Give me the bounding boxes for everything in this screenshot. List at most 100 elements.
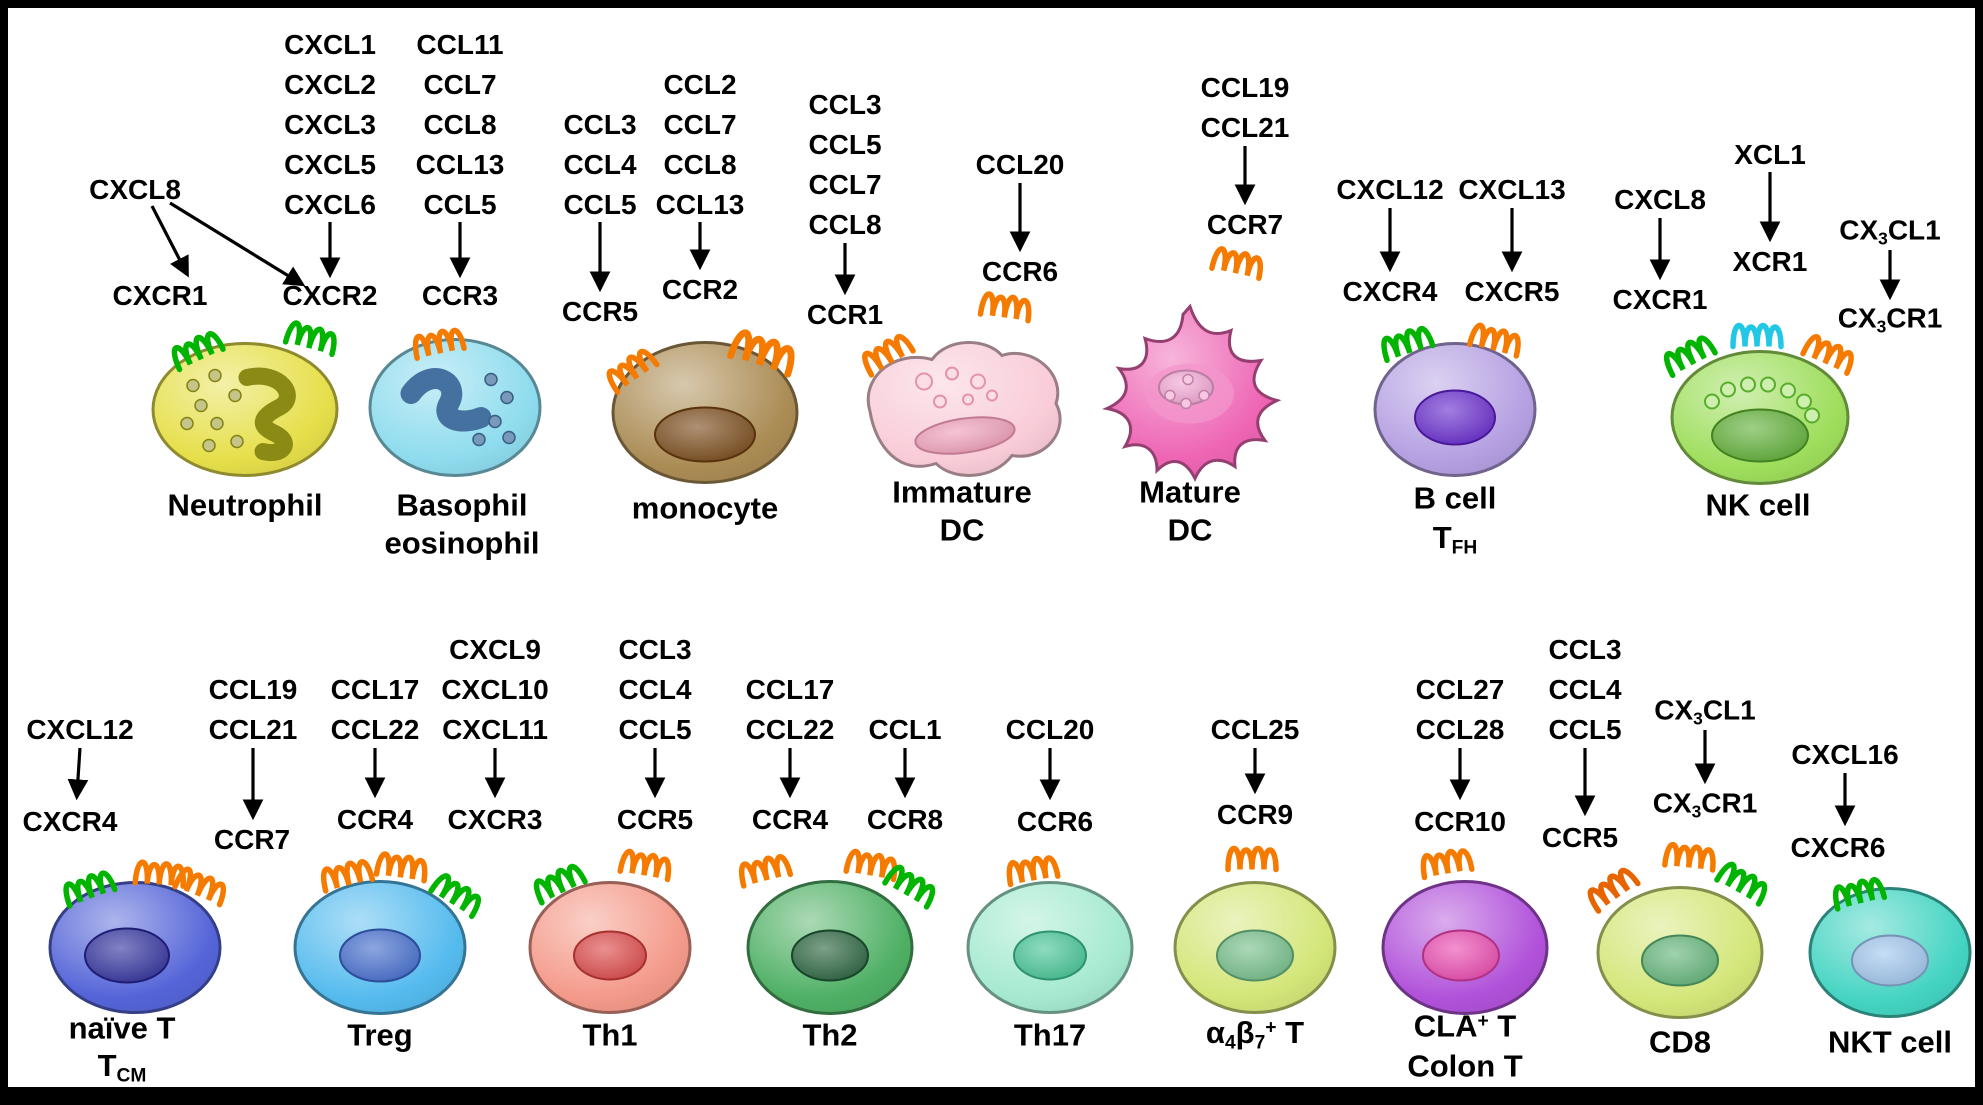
ccr7-receptor-icon: [1207, 232, 1270, 289]
receptor-label-cxcr5: CXCR5: [1464, 276, 1560, 307]
cell-name: CD8: [1648, 1024, 1712, 1060]
ligand-label: CXCL1: [284, 29, 376, 60]
ccr7-receptor-icon: [168, 852, 236, 916]
ligand-label: CCL7: [423, 69, 497, 100]
ligand-label: CCL17: [745, 674, 835, 705]
squiggle-glyph: [412, 327, 467, 361]
ligand-label: CXCL12: [26, 714, 134, 745]
treg-cell-graphic: [293, 880, 467, 1015]
label-segment: +: [1477, 1010, 1489, 1032]
binding-arrow: [67, 747, 89, 801]
naive-t-cell-graphic: [48, 881, 222, 1014]
ligand-label: CCL5: [563, 189, 637, 220]
squiggle-glyph: [1587, 867, 1641, 914]
ligand-label: CCL20: [975, 149, 1065, 180]
label-segment: 4: [1224, 1032, 1236, 1054]
ligand-label: CCL11: [416, 29, 504, 60]
basophil-eosinophil-cell-graphic: [368, 338, 542, 477]
mature-dc-cell-graphic: [1102, 303, 1282, 483]
label-segment: β: [1235, 1015, 1255, 1051]
th1-cell: [522, 875, 698, 1026]
ligand-label: CXCL10: [441, 674, 549, 705]
ligand-label: CCL1: [868, 714, 942, 745]
receptor-label-ccr6: CCR6: [1016, 806, 1094, 837]
cx3cr1-receptor-icon: [1661, 829, 1720, 881]
b-cell-cell-graphic: [1373, 342, 1537, 477]
squiggle-glyph: [1714, 861, 1768, 907]
label-segment: CX: [1654, 694, 1694, 726]
binding-arrow: [169, 201, 306, 287]
cell-name: Th1: [582, 1017, 638, 1053]
label-segment: CL1: [1702, 694, 1756, 726]
ligand-label: CXCL16: [1791, 739, 1899, 770]
cell-name: Th17: [1013, 1017, 1087, 1053]
unlabeled-receptor-icon: [523, 848, 592, 914]
ligand-label: CCL21: [1200, 112, 1290, 143]
cxcr1-receptor-icon: [1653, 320, 1723, 387]
neutrophil-cell: [145, 336, 345, 489]
cell-name: α4β7+ T: [1206, 1017, 1304, 1053]
ligand-label: CCL19: [208, 674, 298, 705]
unlabeled-receptor-icon: [131, 847, 188, 898]
ligand-label: CXCL9: [449, 634, 541, 665]
ccr5-receptor-icon: [1575, 852, 1646, 921]
ccr2-receptor-icon: [723, 312, 805, 389]
squiggle-glyph: [1832, 877, 1888, 912]
receptor-label-ccr8: CCR8: [866, 804, 944, 835]
label-segment: CX: [1837, 302, 1877, 334]
squiggle-glyph: [1663, 335, 1718, 379]
squiggle-glyph: [1730, 323, 1784, 350]
receptor-label-ccr4: CCR4: [751, 804, 829, 835]
label-segment: CM: [116, 1065, 147, 1087]
receptor-label-cxcr4: CXCR4: [1342, 276, 1438, 307]
cell-name: Mature: [1139, 474, 1241, 510]
cxcr4-receptor-icon: [1373, 310, 1439, 371]
frame-border-top: [0, 0, 1983, 8]
label-segment: 7: [1254, 1032, 1266, 1054]
squiggle-glyph: [320, 859, 376, 894]
ligand-label: CCL4: [563, 149, 637, 180]
cxcr3-receptor-icon: [423, 859, 494, 927]
monocyte-cell: [605, 335, 805, 496]
ligand-label: CCL22: [745, 714, 835, 745]
cxcr6-receptor-icon: [1826, 862, 1890, 921]
receptor-label-ccr5: CCR5: [561, 296, 639, 327]
ligand-label: CCL5: [618, 714, 692, 745]
ligand-label: CCL8: [663, 149, 737, 180]
ligand-label: CCL21: [208, 714, 298, 745]
ligand-label: CCL3: [618, 634, 692, 665]
label-segment: T: [1432, 520, 1452, 556]
label-segment: 3: [1693, 708, 1703, 729]
cla-t-cell: [1375, 874, 1555, 1027]
cell-name: monocyte: [631, 490, 779, 526]
ligand-label: CCL25: [1210, 714, 1300, 745]
ligand-label: CCL8: [423, 109, 497, 140]
cell-name: TFH: [1433, 522, 1478, 558]
ccr8-receptor-icon: [841, 835, 902, 891]
squiggle-glyph: [1225, 846, 1279, 873]
ligand-label: CXCL3: [284, 109, 376, 140]
receptor-label-cxcr1: CXCR1: [112, 280, 208, 311]
cell-name: Immature: [892, 474, 1032, 510]
label-segment: CX: [1652, 787, 1692, 819]
label-segment: CR1: [1886, 302, 1943, 334]
frame-border-right: [1975, 0, 1983, 1105]
ccr4-receptor-icon: [314, 844, 378, 903]
ligand-label: CXCL12: [1336, 174, 1444, 205]
squiggle-glyph: [63, 870, 118, 909]
receptor-label-ccr5: CCR5: [1541, 822, 1619, 853]
cell-name: eosinophil: [384, 525, 540, 561]
receptor-label-ccr3: CCR3: [421, 280, 499, 311]
squiggle-glyph: [1381, 326, 1436, 364]
squiggle-glyph: [533, 864, 588, 906]
ligand-label: CCL3: [1548, 634, 1622, 665]
ligand-label: XCL1: [1734, 139, 1806, 170]
squiggle-glyph: [882, 864, 936, 910]
neutrophil-cell-graphic: [151, 342, 339, 477]
cd8-cell-graphic: [1596, 886, 1764, 1019]
receptor-label-cxcr6: CXCR6: [1790, 832, 1886, 863]
squiggle-glyph: [373, 851, 428, 884]
ccr5-receptor-icon: [615, 835, 676, 891]
ligand-label: CCL17: [330, 674, 420, 705]
squiggle-glyph: [738, 854, 794, 889]
